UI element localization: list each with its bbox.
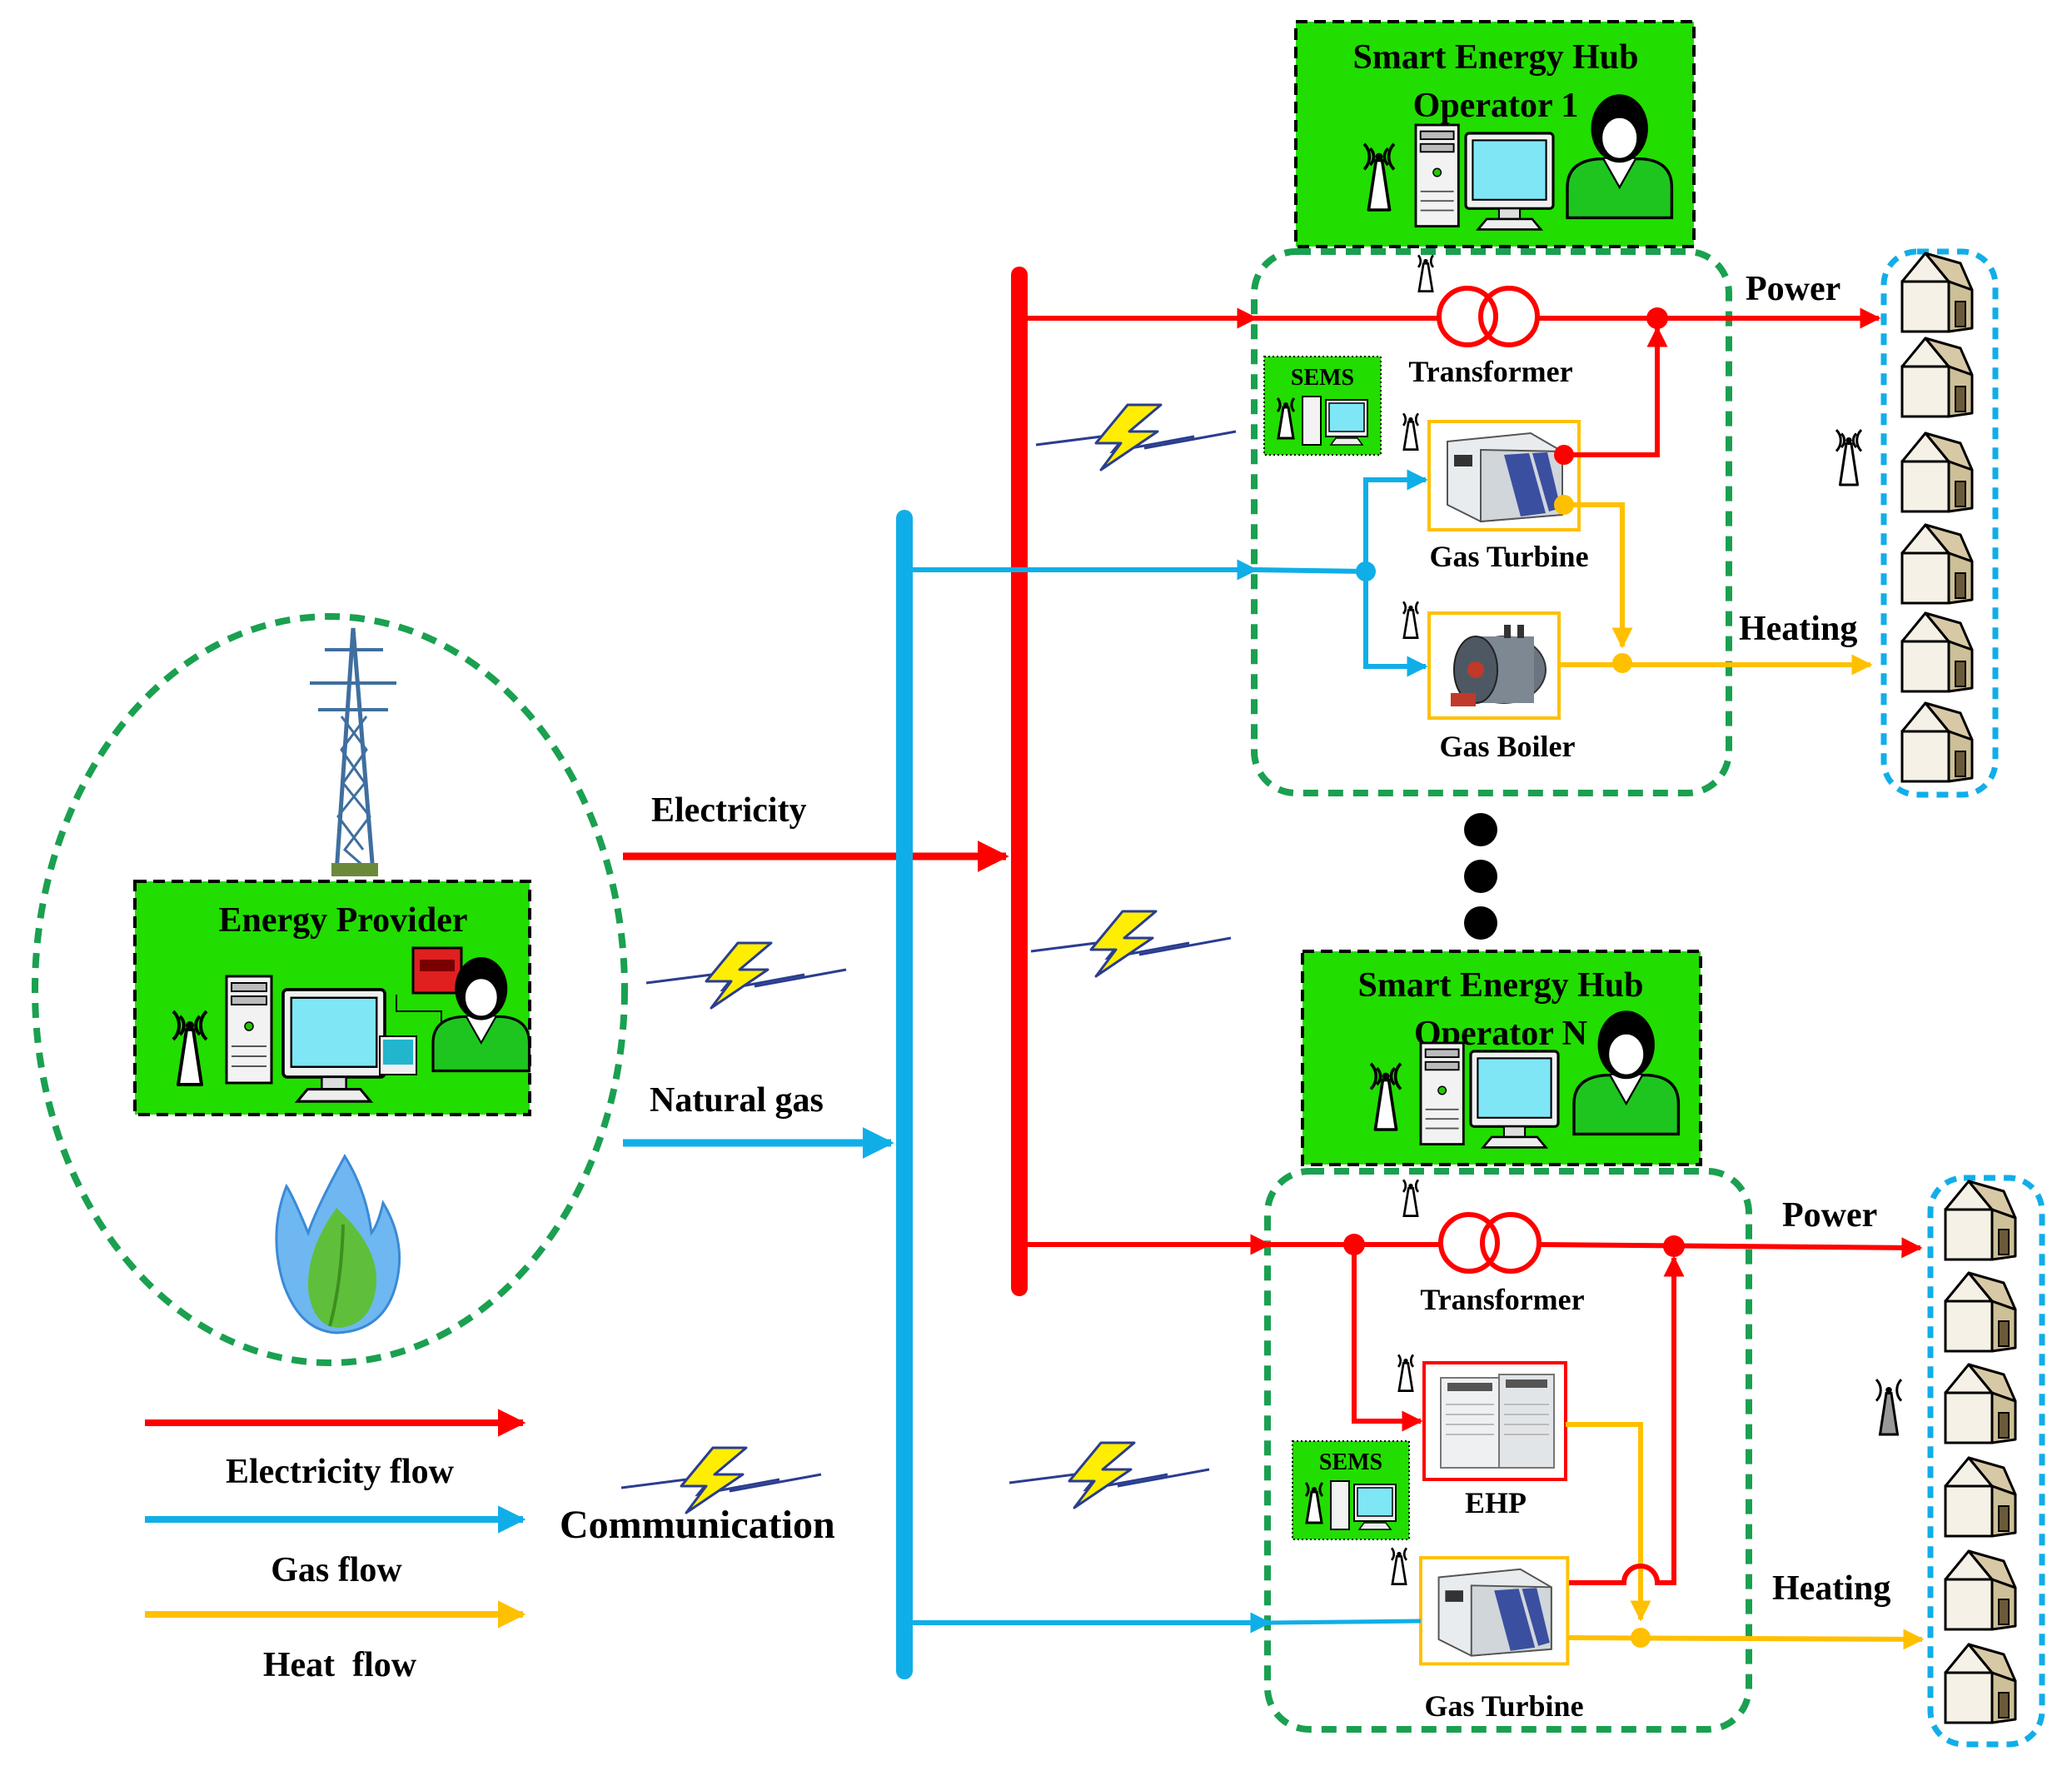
hub-1-turbine-heat-line: [1564, 502, 1633, 649]
legend-communication: Communication: [560, 1503, 835, 1547]
hub-1-turbine-heat-node: [1554, 495, 1574, 515]
hub-1-operator-panel: Smart Energy Hub Operator 1: [1294, 20, 1696, 248]
energy-provider-title: Energy Provider: [218, 901, 467, 940]
hub-n-gas-turbine-image: [1419, 1556, 1570, 1666]
hub-n-gas-line: [1268, 1619, 1422, 1625]
hub-1-turbine-power-node: [1554, 445, 1574, 465]
computer-tower-icon: [1414, 123, 1460, 228]
hub-1-title-line2: Operator 1: [1413, 87, 1579, 125]
hub-n-boundary: [1264, 1168, 1752, 1733]
house-icon: [1900, 611, 1974, 693]
hub-1-gas-to-turbine: [1363, 469, 1428, 571]
hub-n-gas-turbine-label: Gas Turbine: [1424, 1689, 1583, 1723]
house-icon: [1944, 1456, 2017, 1538]
house-icon: [1944, 1180, 2017, 1261]
hub-n-ehp-image: [1422, 1361, 1567, 1481]
hub-1-gas-boiler-label: Gas Boiler: [1440, 730, 1576, 763]
natural-gas-flame-icon: [275, 1154, 401, 1334]
more-hubs-ellipsis: [1464, 813, 1497, 940]
hub-1-consumers-group: [1880, 248, 1999, 798]
hub-n-consumers-group: [1927, 1175, 2045, 1748]
hub-1-gas-turbine-image: [1427, 420, 1581, 531]
hub-1-boundary: [1251, 248, 1732, 796]
antenna-icon: [1397, 1354, 1415, 1392]
house-icon: [1944, 1549, 2017, 1631]
hub-1-gas-turbine-label: Gas Turbine: [1429, 540, 1588, 573]
hub-n-operator-panel: Smart Energy Hub Operator N: [1301, 950, 1702, 1166]
house-icon: [1900, 432, 1974, 513]
hub-n-ehp-heat-line: [1566, 1422, 1651, 1622]
hub-1-transformer-icon: [1437, 286, 1540, 347]
hub-1-power-label: Power: [1746, 270, 1840, 308]
computer-tower-icon: [1419, 1041, 1465, 1146]
hub-n-power-label: Power: [1782, 1196, 1877, 1235]
communication-bolt-icon: [1034, 403, 1238, 471]
antenna-icon: [1402, 601, 1420, 639]
legend: Electricity flow Gas flow Heat flow Comm…: [145, 1409, 835, 1684]
hub-1-junction: [1646, 307, 1668, 329]
hub-1-gas-line: [1255, 567, 1367, 574]
hub-n-ehp-label: EHP: [1465, 1486, 1527, 1519]
hub-1-gas-boiler-image: [1427, 611, 1561, 720]
house-icon: [1900, 337, 1974, 418]
hub-n-power-junction-right: [1663, 1235, 1685, 1257]
communication-bolt-icon: [1029, 910, 1233, 978]
house-icon: [1944, 1643, 2017, 1724]
antenna-icon: [1390, 1547, 1408, 1585]
hub-n-heat-junction: [1631, 1628, 1651, 1648]
small-devices-icon: [379, 946, 463, 1075]
hub-n-heating-out-arrow: [1568, 1629, 1925, 1650]
house-icon: [1944, 1363, 2017, 1444]
communication-bolt-icon: [645, 941, 848, 1010]
computer-tower-icon: [225, 975, 273, 1085]
hub-1-turbine-power-line: [1564, 326, 1668, 457]
hub-n-sems-label: SEMS: [1319, 1449, 1382, 1475]
antenna-icon: [1875, 1378, 1903, 1436]
hub-1-sems-label: SEMS: [1291, 365, 1354, 391]
house-icon: [1900, 523, 1974, 605]
antenna-icon: [1417, 254, 1435, 292]
hub-n-heating-label: Heating: [1772, 1569, 1890, 1608]
legend-electricity-flow: Electricity flow: [226, 1453, 455, 1491]
hub-1-title-line1: Smart Energy Hub: [1352, 38, 1638, 77]
house-icon: [1944, 1271, 2017, 1353]
hub-n-transformer-label: Transformer: [1420, 1283, 1584, 1316]
legend-gas-flow: Gas flow: [271, 1551, 402, 1589]
hub-n-power-out-arrow: [1538, 1237, 1923, 1259]
legend-heat-flow: Heat flow: [263, 1646, 417, 1684]
hub-1-heat-junction: [1612, 653, 1632, 673]
house-icon: [1900, 701, 1974, 783]
hub-1-transformer-label: Transformer: [1408, 355, 1572, 388]
energy-provider-panel: Energy Provider: [133, 880, 531, 1116]
hub-1-heating-label: Heating: [1739, 610, 1857, 648]
house-icon: [1900, 252, 1974, 333]
transmission-tower-icon: [310, 627, 396, 876]
hub-n-transformer-icon: [1438, 1212, 1542, 1274]
hub-n-title-line1: Smart Energy Hub: [1357, 966, 1643, 1005]
antenna-icon: [1835, 428, 1863, 486]
communication-bolt-icon: [1008, 1441, 1211, 1509]
antenna-icon: [1402, 1179, 1420, 1217]
natural-gas-label: Natural gas: [650, 1081, 824, 1120]
provider-region: [32, 613, 628, 1366]
hub-n-power-to-ehp: [1352, 1245, 1423, 1432]
electricity-label: Electricity: [651, 791, 807, 830]
hub-n-turbine-power-line: [1569, 1255, 1685, 1585]
hub-1-gas-to-boiler: [1363, 571, 1428, 677]
antenna-icon: [1402, 412, 1420, 451]
